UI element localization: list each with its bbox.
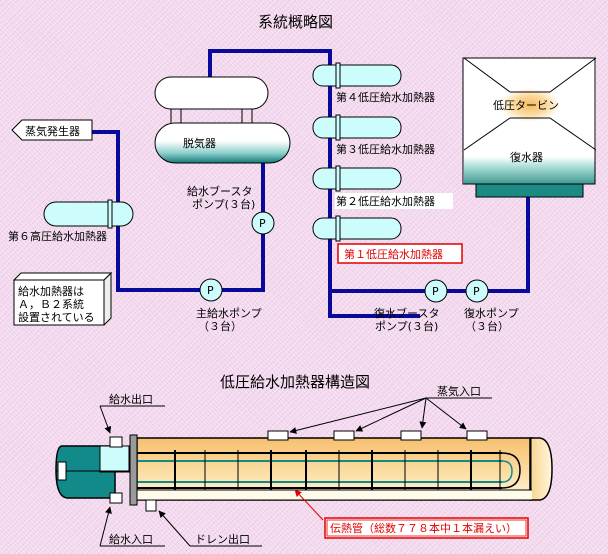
tube-leak-callout: 伝熱管（総数７７８本中１本漏えい） (330, 521, 517, 535)
lp-heater-4-label: 第４低圧給水加熱器 (336, 90, 435, 104)
note-box: 給水加熱器は Ａ，Ｂ２系統 設置されている (12, 271, 113, 326)
deaerator-label: 脱気器 (183, 136, 216, 150)
condensate-pump-label-2: （３台） (465, 319, 509, 333)
steam-generator-label: 蒸気発生器 (25, 124, 80, 138)
steam-inlet-nozzle (267, 430, 289, 441)
pipe-deaerator-to-lp-heaters (208, 49, 420, 318)
lp-heater-2: 第２低圧給水加熱器 (312, 165, 453, 209)
condensate-pump: P 復水ポンプ （３台） (464, 279, 519, 333)
drain-outlet-label: ドレン出口 (195, 532, 250, 546)
pump-symbol: P (259, 217, 266, 230)
feedwater-booster-pump: P 給水ブースタ ポンプ(３台) (187, 184, 275, 235)
note-line-1: 給水加熱器は (18, 284, 84, 298)
lp-heater-1: 第１低圧給水加熱器 (312, 215, 463, 264)
lp-turbine-label: 低圧タービン (493, 99, 559, 112)
feedwater-pipes (92, 49, 530, 318)
steam-generator-tag: 蒸気発生器 (11, 119, 93, 141)
lp-turbine-condenser: 低圧タービン 復水器 (462, 57, 597, 198)
lp-heater-1-label: 第１低圧給水加熱器 (344, 247, 443, 261)
note-line-3: 設置されている (18, 310, 95, 324)
feedwater-inlet-label: 給水入口 (109, 532, 153, 546)
condensate-booster-pump: P 復水ブースタ ポンプ(３台) (374, 279, 448, 333)
feedwater-outlet-nozzle (109, 436, 123, 448)
steam-inlet-nozzle (466, 430, 488, 441)
steam-inlet-nozzle (400, 430, 422, 441)
feedwater-booster-pump-label-2: ポンプ(３台) (192, 197, 255, 211)
lp-heater-3: 第３低圧給水加熱器 (312, 114, 435, 156)
lp-heater-4: 第４低圧給水加熱器 (312, 62, 435, 104)
lp-heater-3-label: 第３低圧給水加熱器 (336, 142, 435, 156)
pipe-deaerator-to-pumps (92, 130, 265, 292)
condensate-booster-pump-label-2: ポンプ(３台) (375, 319, 438, 333)
end-nozzle (57, 461, 67, 481)
condenser-label: 復水器 (510, 151, 543, 164)
hp-heater-6: 第６高圧給水加熱器 (8, 199, 134, 243)
steam-inlet-nozzle (333, 430, 355, 441)
note-line-2: Ａ，Ｂ２系統 (18, 297, 84, 311)
pump-symbol: P (207, 284, 214, 297)
structure-diagram-title: 低圧給水加熱器構造図 (220, 373, 370, 391)
drain-outlet-nozzle (145, 499, 157, 512)
tube-support-plates (174, 450, 501, 490)
steam-inlet-label: 蒸気入口 (437, 384, 481, 398)
pump-symbol: P (432, 285, 439, 298)
pump-symbol: P (473, 285, 480, 298)
lp-heater-structure (55, 430, 553, 512)
pipe-condensate-line (330, 196, 530, 293)
deaerator: 脱気器 (154, 76, 291, 164)
feedwater-outlet-label: 給水出口 (109, 392, 153, 406)
lp-heater-2-label: 第２低圧給水加熱器 (336, 194, 435, 208)
condensate-pump-label-1: 復水ポンプ (464, 307, 519, 320)
main-feedwater-pump: P 主給水ポンプ （３台） (196, 278, 262, 333)
structure-labels: 給水出口 給水入口 ドレン出口 蒸気入口 伝熱管（総数７７８本中１本漏えい） (99, 384, 529, 547)
main-feedwater-pump-label-1: 主給水ポンプ (196, 306, 262, 320)
hp-heater-6-label: 第６高圧給水加熱器 (8, 229, 107, 243)
feedwater-booster-pump-label-1: 給水ブースタ (187, 184, 252, 198)
system-diagram-title: 系統概略図 (258, 13, 333, 31)
condensate-booster-pump-label-1: 復水ブースタ (374, 306, 439, 320)
feedwater-inlet-nozzle (109, 492, 123, 504)
main-feedwater-pump-label-2: （３台） (198, 319, 242, 333)
